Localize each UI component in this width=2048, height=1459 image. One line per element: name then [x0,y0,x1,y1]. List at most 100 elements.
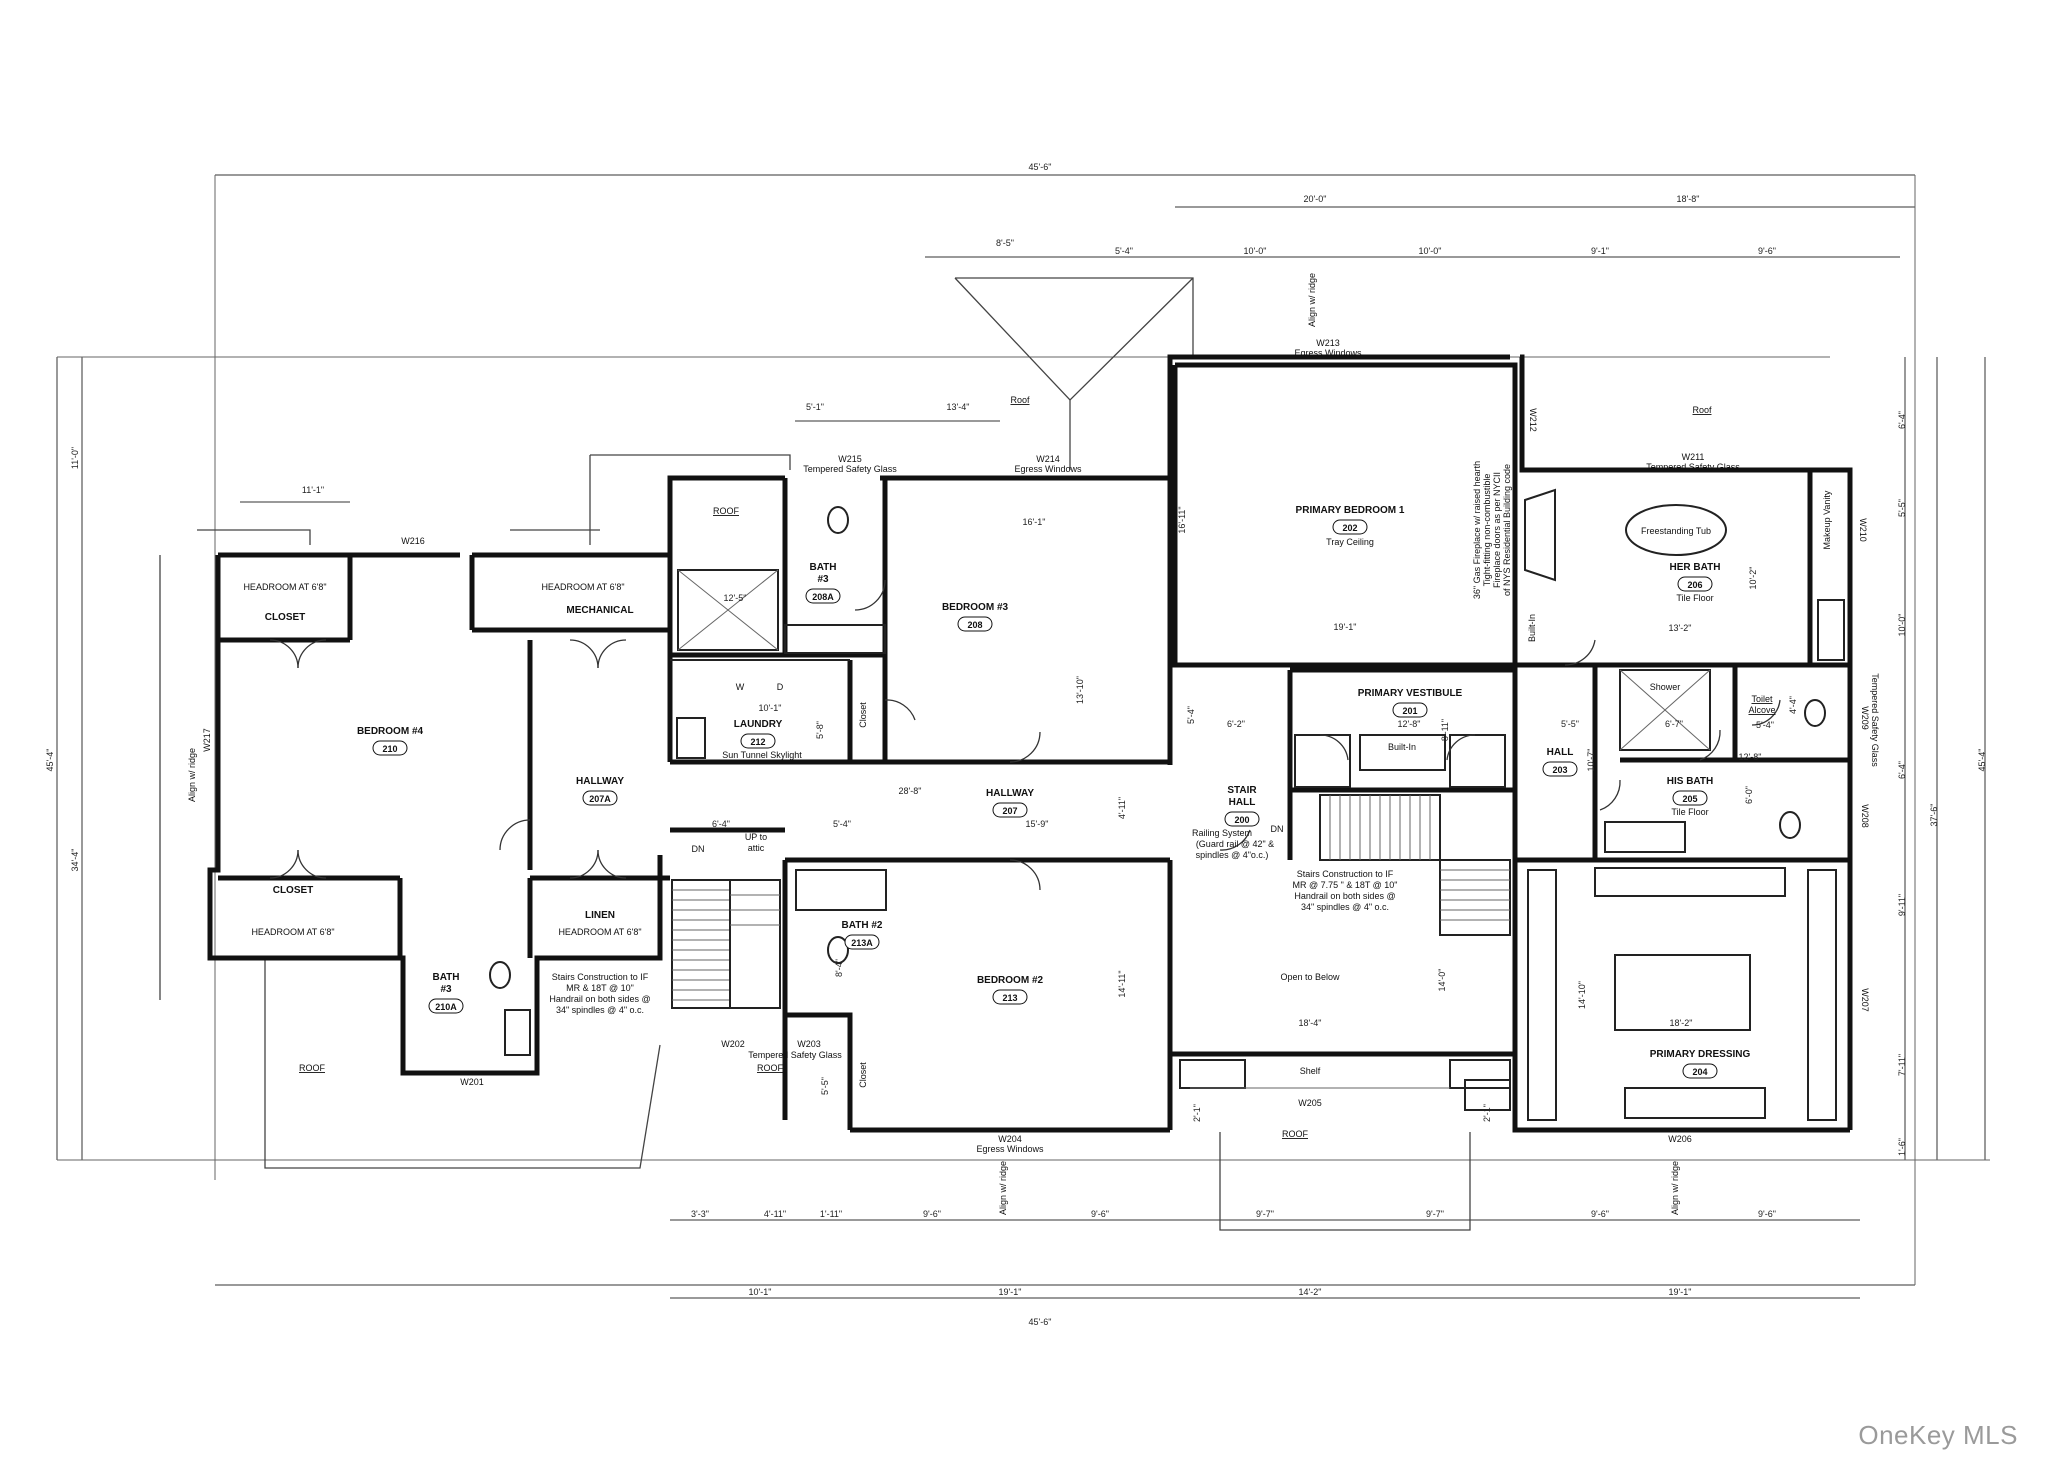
laundry-name: LAUNDRY [734,719,783,730]
dim-18-2: 18'-2" [1670,1018,1693,1028]
her-bath-tag: 206 [1687,580,1702,590]
fireplace-2: Tight-fitting non-combustible [1482,474,1492,587]
toilet-his [1779,811,1801,839]
dim-5-4b: 5'-4" [1186,706,1196,724]
dim-6-0: 6'-0" [1744,786,1754,804]
dimension-lines [56,174,1990,1299]
bath210a-l2: #3 [440,984,452,995]
w214-note: Egress Windows [1014,464,1082,474]
dim-bot-9-6c: 9'-6" [1591,1209,1609,1219]
dim-5-5b: 5'-5" [1561,719,1579,729]
bath208a-l1: BATH [809,562,836,573]
dim-bot-1-11: 1'-11" [820,1209,842,1219]
dim-top-9-1: 9'-1" [1591,246,1609,256]
dim-bot-9-6d: 9'-6" [1758,1209,1776,1219]
closet-bottom-name: CLOSET [273,885,314,896]
dressing-name: PRIMARY DRESSING [1650,1049,1751,1060]
dim-12-5: 12'-5" [724,593,747,603]
bath208a-tag: 208A [812,592,834,602]
dim-16-1: 16'-1" [1023,517,1046,527]
dim-19-1: 19'-1" [1334,622,1357,632]
dim-13-10: 13'-10" [1075,676,1085,704]
hall-203-builtin: Built-In [1527,614,1537,642]
stair-hall-tag: 200 [1234,815,1249,825]
roof-label-4: ROOF [299,1063,326,1073]
bath208a-l2: #3 [817,574,829,585]
dim-top-8-5: 8'-5" [996,238,1014,248]
her-bath-name: HER BATH [1670,562,1721,573]
dim-top-10a: 10'-0" [1244,246,1267,256]
hallway207-name: HALLWAY [986,788,1034,799]
dim-5-4c: 5'-4" [1756,720,1774,730]
stairs-left-2: MR & 18T @ 10" [566,983,634,993]
laundry-d: D [777,682,784,692]
window-labels: W213 Egress Windows W214 Egress Windows … [202,338,1880,1154]
walls [207,354,1853,1133]
rail-3: spindles @ 4"o.c.) [1196,850,1269,860]
dim-10-2: 10'-2" [1748,567,1758,590]
dim-4-11: 4'-11" [1117,797,1127,819]
w213-label: W213 [1316,338,1340,348]
roof-label-1: Roof [1010,395,1030,405]
open-below: Open to Below [1280,972,1340,982]
dim-left-11-0: 11'-0" [70,447,80,469]
toilet-alcove [1804,699,1826,727]
w205-label: W205 [1298,1098,1322,1108]
his-shower [1619,669,1711,751]
fireplace-1: 36" Gas Fireplace w/ raised hearth [1472,461,1482,599]
tub-label: Freestanding Tub [1641,526,1711,536]
vanity-208a [784,624,886,654]
dim-bot-4-11: 4'-11" [764,1209,786,1219]
dim-12-8: 12'-8" [1398,719,1421,729]
dim-bot-3-3: 3'-3" [691,1209,709,1219]
bathtub-213a [795,869,887,911]
stairs-note-2: MR @ 7.75 " & 18T @ 10" [1292,880,1397,890]
dim-right-6-4: 6'-4" [1897,411,1907,429]
stairs-left-1: Stairs Construction to IF [552,972,649,982]
toilet-208a [827,506,849,534]
align-labels: Align w/ ridge Align w/ ridge Align w/ r… [187,273,1680,1215]
shelf-label: Shelf [1300,1066,1321,1076]
w215-note: Tempered Safety Glass [803,464,897,474]
dim-4-4: 4'-4" [1788,696,1798,714]
bedroom4-tag: 210 [382,744,397,754]
dimension-labels: 45'-6" 20'-0" 18'-8" 8'-5" 5'-4" 10'-0" … [45,162,1987,1327]
primary-bedroom-note: Tray Ceiling [1326,537,1374,547]
dim-bot-9-7b: 9'-7" [1426,1209,1444,1219]
bedroom2-tag: 213 [1002,993,1017,1003]
closet-c1: Closet [858,702,868,728]
fireplace-3: Fireplace doors as per NYCII [1492,472,1502,588]
dim-right-9-11: 9'-11" [1897,894,1907,916]
hallway207a-name: HALLWAY [576,776,624,787]
w215-label: W215 [838,454,862,464]
roof-outlines [159,277,1471,1231]
watermark: OneKey MLS [1858,1420,2018,1450]
dim-2-1b: 2'-1" [1482,1104,1492,1122]
w211-note: Tempered Safety Glass [1646,462,1740,472]
dim-right-5-5: 5'-5" [1897,499,1907,517]
fixtures [489,488,1845,1056]
mech-name: MECHANICAL [566,605,633,616]
dim-2-1a: 2'-1" [1192,1104,1202,1122]
vestibule-name: PRIMARY VESTIBULE [1358,688,1463,699]
w202-label: W202 [721,1039,745,1049]
w213-note: Egress Windows [1294,348,1362,358]
w216-label: W216 [401,536,425,546]
roof-labels: Roof Roof ROOF ROOF ROOF ROOF [299,395,1712,1139]
dressing-tag: 204 [1692,1067,1707,1077]
his-bath-note: Tile Floor [1671,807,1708,817]
dim-16-11: 16'-11" [1177,506,1187,533]
her-bath-note: Tile Floor [1676,593,1713,603]
w201-label: W201 [460,1077,484,1087]
his-bath-name: HIS BATH [1667,776,1713,787]
w209-note: Tempered Safety Glass [1870,673,1880,767]
align-3: Align w/ ridge [998,1161,1008,1215]
dim-bot-14-2: 14'-2" [1299,1287,1322,1297]
toilet-213a [827,936,849,964]
dim-6-2: 6'-2" [1227,719,1245,729]
dim-top-18-8: 18'-8" [1677,194,1700,204]
shower-208a [677,569,779,651]
dim-right-1-6: 1'-6" [1897,1138,1907,1156]
dim-10-7: 10'-7" [1586,749,1596,772]
